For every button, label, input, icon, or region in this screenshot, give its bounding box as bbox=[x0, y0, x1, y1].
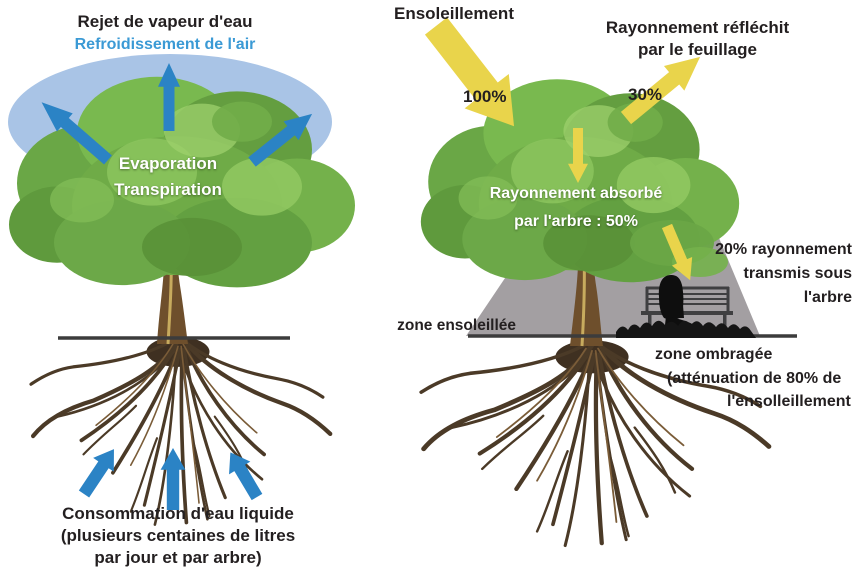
transpiration-label: Transpiration bbox=[114, 180, 222, 199]
sunshine-value: 100% bbox=[463, 87, 507, 106]
water-uptake-arrow-right bbox=[219, 445, 268, 504]
reflected-radiation-label: Rayonnement réfléchit par le feuillage bbox=[600, 17, 795, 61]
absorbed-line1: Rayonnement absorbé bbox=[489, 185, 663, 202]
water-consumption-label: Consommation d'eau liquide (plusieurs ce… bbox=[28, 503, 328, 569]
shaded-zone-line3: l'ensolleillement bbox=[727, 393, 851, 410]
water-consumption-line1: Consommation d'eau liquide bbox=[62, 504, 294, 523]
grass-silhouette bbox=[616, 320, 756, 338]
air-cooling-label: Refroidissement de l'air bbox=[74, 36, 256, 53]
shaded-zone-line2: (atténuation de 80% de bbox=[667, 370, 842, 387]
water-consumption-line2: (plusieurs centaines de litres bbox=[60, 526, 296, 546]
sunshine-label: Ensoleillement bbox=[394, 4, 514, 23]
water-consumption-line3: par jour et par arbre) bbox=[94, 548, 262, 568]
transmitted-line3: l'arbre bbox=[803, 289, 852, 306]
water-uptake-arrow-left bbox=[73, 442, 125, 501]
shaded-zone-line1: zone ombragée bbox=[655, 346, 773, 363]
reflected-line2: par le feuillage bbox=[637, 40, 758, 60]
evaporation-label: Evaporation bbox=[118, 154, 218, 173]
transmitted-line1: 20% rayonnement bbox=[715, 241, 852, 258]
absorbed-line2: par l'arbre : 50% bbox=[514, 212, 638, 230]
reflected-value: 30% bbox=[628, 85, 663, 104]
left-tree-roots bbox=[31, 337, 330, 525]
vapor-release-label: Rejet de vapeur d'eau bbox=[77, 12, 253, 31]
reflected-line1: Rayonnement réfléchit bbox=[605, 18, 790, 37]
transmitted-line2: transmis sous bbox=[743, 265, 852, 282]
absorbed-radiation-label: Rayonnement absorbé par l'arbre : 50% bbox=[466, 184, 686, 233]
transmitted-radiation-label: 20% rayonnement transmis sous l'arbre bbox=[700, 238, 852, 310]
sunny-zone-label: zone ensoleillée bbox=[397, 317, 516, 334]
